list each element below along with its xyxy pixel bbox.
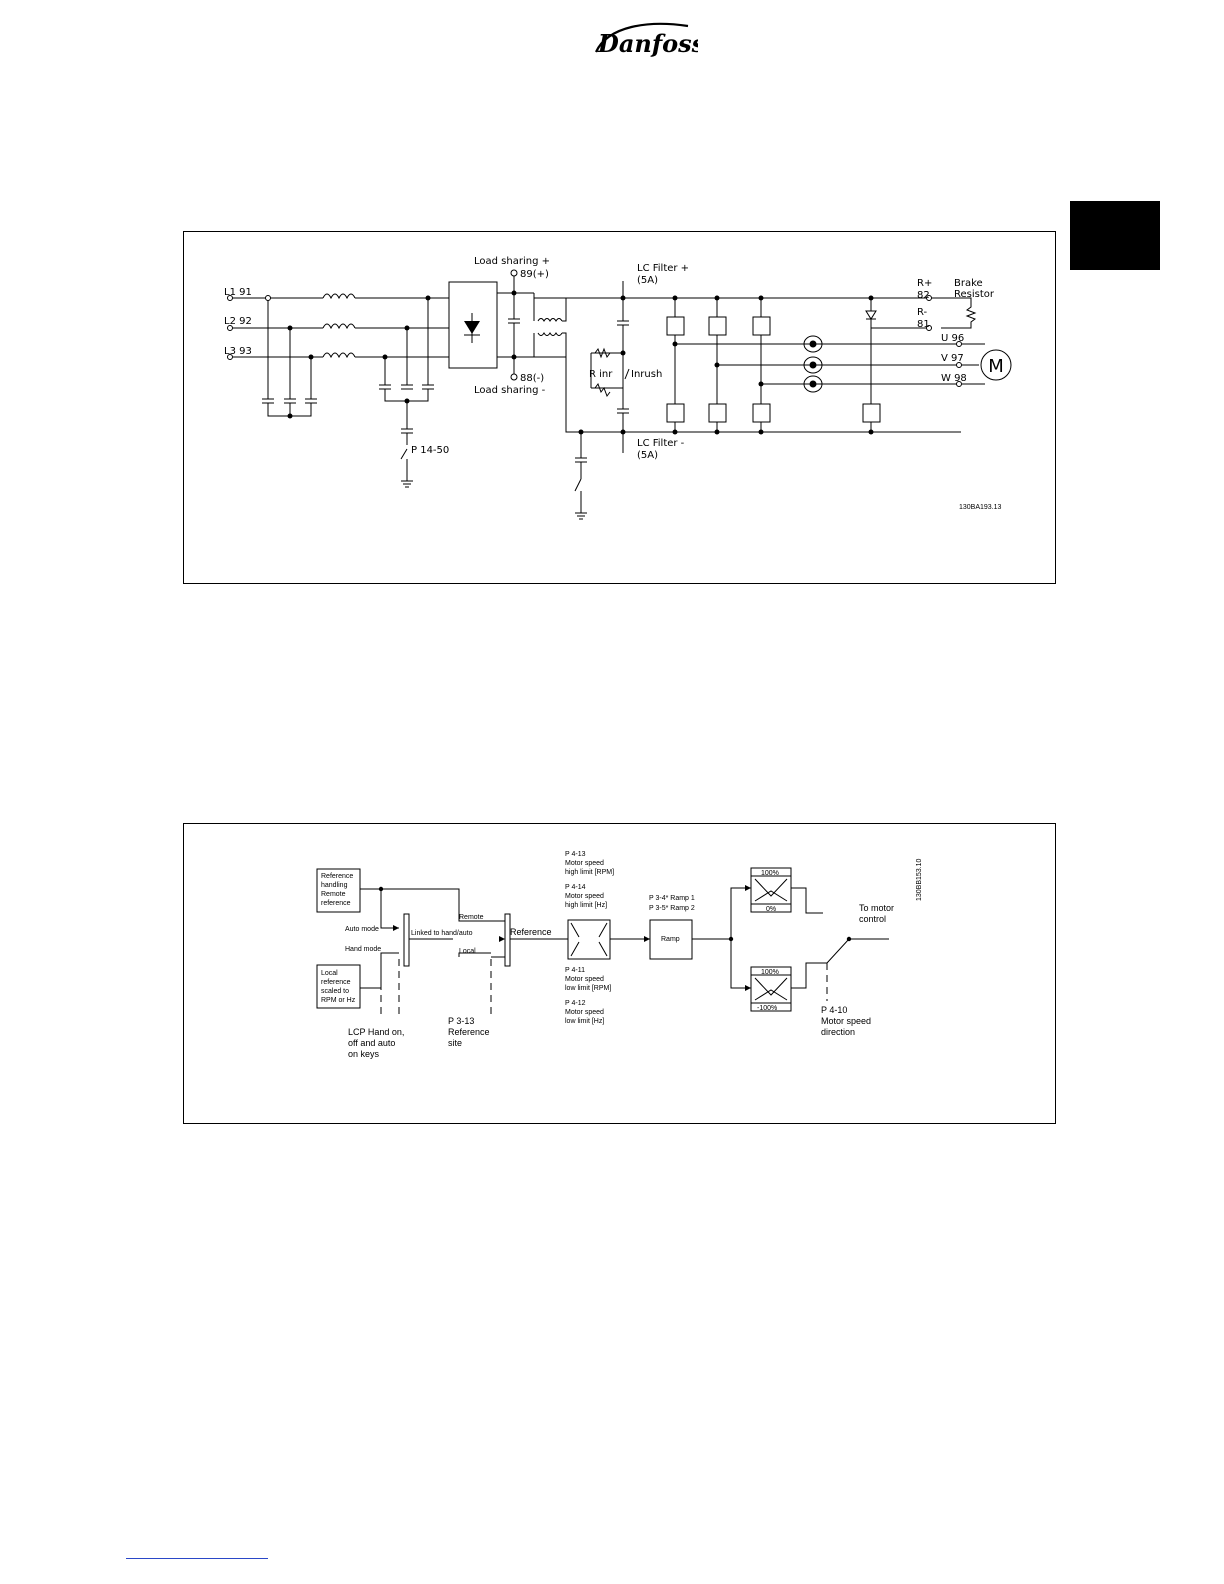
r-inr-label: R inr (589, 369, 613, 380)
auto-mode-label: Auto mode (345, 926, 379, 933)
p414-line-3: high limit [Hz] (565, 902, 607, 909)
p410-line-1: P 4-10 (821, 1005, 847, 1015)
lc-filter-minus-label: LC Filter - (637, 438, 685, 449)
motor-label: M (988, 356, 1004, 377)
r-plus-number: 82 (917, 290, 930, 301)
power-circuit-diagram: L1 91 L2 92 L3 93 P 14-50 (224, 256, 1012, 520)
terminal-89 (510, 269, 518, 277)
ref-remote-line-1: Reference (321, 873, 353, 880)
pct-100-lower: 100% (761, 969, 779, 976)
dc-link (497, 273, 961, 520)
lcp-line-2: off and auto (348, 1038, 395, 1048)
dc-junctions (511, 290, 626, 435)
p412-line-1: P 4-12 (565, 1000, 586, 1007)
ramp-label: Ramp (661, 936, 680, 943)
control-figure-code: 130BB153.10 (916, 858, 923, 901)
hand-mode-label: Hand mode (345, 946, 381, 953)
p412-line-2: Motor speed (565, 1009, 604, 1016)
load-sharing-minus-label: Load sharing - (474, 385, 546, 396)
p411-line-1: P 4-11 (565, 967, 585, 974)
pct-100-upper: 100% (761, 870, 779, 877)
p413-line-2: Motor speed (565, 860, 604, 867)
power-circuit-figure: L1 91 L2 92 L3 93 P 14-50 (183, 231, 1056, 584)
r-minus-number: 81 (917, 319, 930, 330)
terminal-89-label: 89(+) (520, 269, 549, 280)
p413-line-3: high limit [RPM] (565, 869, 614, 876)
remote-label: Remote (459, 914, 484, 921)
input-l2-label: L2 92 (224, 316, 252, 327)
current-sensors (803, 335, 823, 393)
p414-line-2: Motor speed (565, 893, 604, 900)
ramp1-label: P 3-4* Ramp 1 (649, 895, 695, 902)
brake-label: Brake (954, 278, 983, 289)
p313-line-2: Reference (448, 1027, 490, 1037)
footer-link-underline (126, 1558, 268, 1559)
local-ref-line-3: scaled to (321, 988, 349, 995)
chapter-tab-marker (1070, 201, 1160, 270)
lcp-line-1: LCP Hand on, (348, 1027, 404, 1037)
load-sharing-plus-label: Load sharing + (474, 256, 550, 267)
control-arrows (378, 885, 852, 991)
input-l1-label: L1 91 (224, 287, 252, 298)
input-l3-label: L3 93 (224, 346, 252, 357)
p414-line-1: P 4-14 (565, 884, 586, 891)
p313-line-3: site (448, 1038, 462, 1048)
ref-remote-line-3: Remote (321, 891, 346, 898)
reference-label: Reference (510, 927, 552, 937)
local-label: Local (459, 948, 476, 955)
control-structure-figure: Reference handling Remote reference Auto… (183, 823, 1056, 1124)
r-minus-label: R- (917, 307, 928, 318)
p412-line-3: low limit [Hz] (565, 1018, 604, 1025)
inverter-junctions (672, 295, 874, 435)
motor-symbol (980, 349, 1012, 381)
resistor-label: Resistor (954, 289, 995, 300)
local-ref-line-4: RPM or Hz (321, 997, 356, 1004)
p413-line-1: P 4-13 (565, 851, 586, 858)
lc-filter-minus-current: (5A) (637, 450, 658, 461)
local-ref-line-1: Local (321, 970, 338, 977)
inverter-bridge (666, 297, 977, 432)
p410-line-3: direction (821, 1027, 855, 1037)
p-14-50-label: P 14-50 (411, 445, 449, 456)
input-terminals: L1 91 L2 92 L3 93 (224, 287, 252, 360)
brand-wordmark: Danfoss (597, 29, 698, 58)
p411-line-2: Motor speed (565, 976, 604, 983)
lcp-line-3: on keys (348, 1049, 380, 1059)
control-structure-diagram: Reference handling Remote reference Auto… (316, 851, 923, 1059)
pct-0: 0% (766, 906, 776, 913)
ref-remote-line-4: reference (321, 900, 351, 907)
output-v-label: V 97 (941, 353, 964, 364)
p411-line-3: low limit [RPM] (565, 985, 611, 992)
input-junctions (265, 295, 431, 419)
output-u-label: U 96 (941, 333, 964, 344)
ref-remote-line-2: handling (321, 882, 348, 889)
input-lines (233, 293, 449, 488)
terminal-88-label: 88(-) (520, 373, 544, 384)
p410-line-2: Motor speed (821, 1016, 871, 1026)
circuit-figure-code: 130BA193.13 (959, 504, 1002, 511)
control-wires (360, 887, 889, 1017)
to-motor-line-2: control (859, 914, 886, 924)
p313-line-1: P 3-13 (448, 1016, 474, 1026)
to-motor-line-1: To motor (859, 903, 894, 913)
lc-filter-plus-current: (5A) (637, 275, 658, 286)
output-terminals: M (926, 295, 1012, 387)
linked-label: Linked to hand/auto (411, 930, 473, 937)
local-ref-line-2: reference (321, 979, 351, 986)
pct-minus-100: -100% (757, 1005, 777, 1012)
lc-filter-plus-label: LC Filter + (637, 263, 689, 274)
output-w-label: W 98 (941, 373, 967, 384)
ramp2-label: P 3-5* Ramp 2 (649, 905, 695, 912)
terminal-88 (510, 373, 518, 381)
r-plus-label: R+ (917, 278, 932, 289)
inrush-label: Inrush (631, 369, 662, 380)
danfoss-logo: Danfoss (595, 22, 698, 58)
rectifier-block (448, 281, 498, 369)
